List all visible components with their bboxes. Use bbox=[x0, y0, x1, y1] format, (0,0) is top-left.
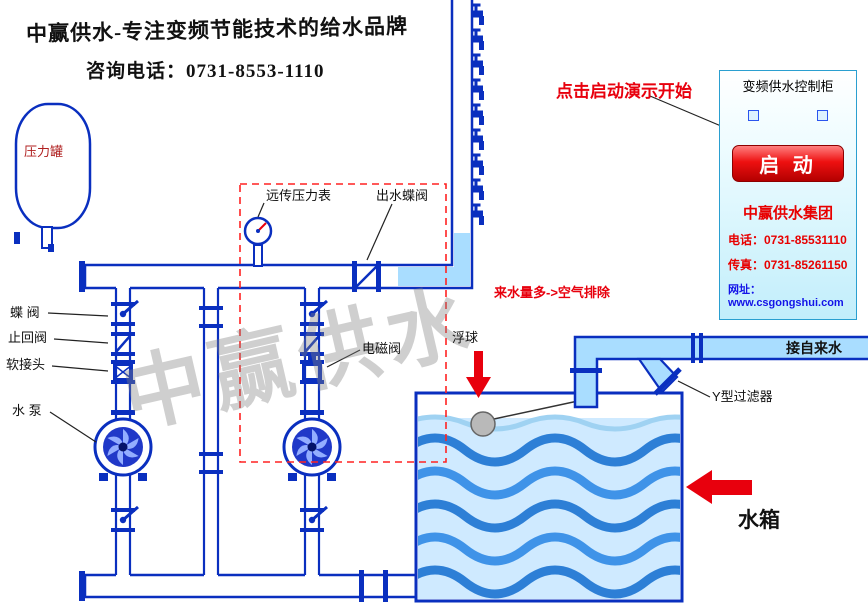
indicator-light-1 bbox=[748, 110, 759, 121]
label-remote-pressure-gauge: 远传压力表 bbox=[266, 188, 332, 203]
tank-arrow-head bbox=[686, 470, 712, 504]
cabinet-fax: 传真：0731-85261150 bbox=[728, 258, 848, 272]
indicator-lights bbox=[720, 110, 856, 121]
pressure-gauge bbox=[243, 216, 273, 267]
cabinet-company: 中赢供水集团 bbox=[742, 205, 833, 222]
label-solenoid-valve: 电磁阀 bbox=[362, 341, 402, 356]
label-water-tank: 水箱 bbox=[738, 509, 780, 532]
label-water-pump: 水 泵 bbox=[12, 403, 42, 418]
start-button[interactable]: 启 动 bbox=[732, 145, 844, 182]
float-ball bbox=[470, 411, 496, 437]
label-outlet-butterfly-valve: 出水蝶阀 bbox=[376, 188, 429, 203]
click-to-start-hint: 点击启动演示开始 bbox=[556, 82, 692, 101]
faucet-row bbox=[471, 3, 484, 225]
outlet-valve bbox=[352, 261, 381, 292]
cabinet-website: 网址：www.csgongshui.com bbox=[728, 284, 844, 309]
label-check-valve: 止回阀 bbox=[8, 330, 48, 345]
float-arrow-head bbox=[466, 377, 491, 398]
float-arrow-shaft bbox=[474, 351, 483, 379]
header-pipe bbox=[79, 0, 474, 292]
suction-pipe bbox=[79, 570, 418, 602]
tank-arrow-shaft bbox=[712, 480, 752, 495]
label-air-exhaust-note: 来水量多->空气排除 bbox=[494, 285, 610, 300]
control-wiring-dashed bbox=[239, 183, 447, 463]
label-pressure-tank: 压力罐 bbox=[24, 144, 64, 159]
label-city-water: 接自来水 bbox=[786, 340, 842, 356]
label-y-filter: Y型过滤器 bbox=[712, 389, 773, 404]
red-arrows bbox=[466, 351, 752, 504]
bypass-column bbox=[199, 306, 223, 474]
leader-lines bbox=[47, 95, 722, 443]
cabinet-title: 变频供水控制柜 bbox=[742, 79, 834, 94]
float-lever bbox=[493, 400, 579, 420]
label-float-ball: 浮球 bbox=[452, 330, 479, 345]
label-soft-joint: 软接头 bbox=[6, 357, 46, 372]
label-butterfly-valve: 蝶 阀 bbox=[10, 305, 40, 320]
cabinet-phone: 电话：0731-85531110 bbox=[728, 233, 847, 247]
consult-phone: 咨询电话：0731-8553-1110 bbox=[86, 61, 325, 82]
inlet-pipe bbox=[570, 333, 868, 409]
indicator-light-2 bbox=[817, 110, 828, 121]
water-tank bbox=[414, 391, 684, 603]
pressure-tank bbox=[14, 102, 92, 252]
control-cabinet-panel: 变频供水控制柜 启 动 中赢供水集团 电话：0731-85531110 传真：0… bbox=[719, 70, 857, 320]
